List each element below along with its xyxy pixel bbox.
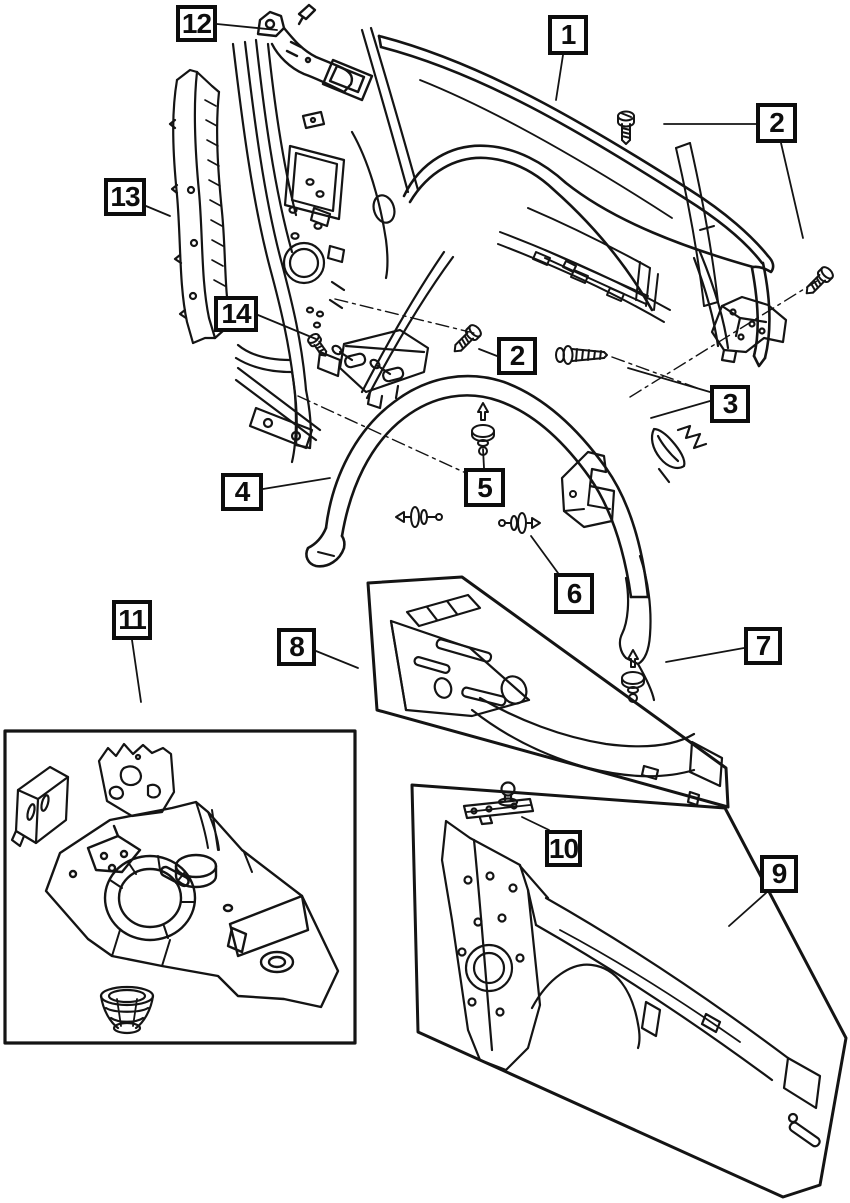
callout-leader-line xyxy=(555,54,564,101)
callout-leader-line xyxy=(482,448,485,469)
callout-leader-line xyxy=(257,314,317,340)
pushpin-left xyxy=(395,506,443,528)
callout-leader-line xyxy=(131,639,142,703)
callout-leader-line xyxy=(665,647,745,663)
screw-part2-mid xyxy=(453,324,482,353)
callout-leader-line xyxy=(530,535,559,574)
reinforcement-part8-group xyxy=(366,575,730,809)
inner-rails xyxy=(497,142,719,323)
callout-number: 12 xyxy=(181,7,212,39)
callout-box: 13 xyxy=(104,178,146,216)
callout-box: 1 xyxy=(548,15,588,55)
bracket-part3 xyxy=(650,250,788,484)
callout-box: 8 xyxy=(277,628,316,666)
callout-box: 4 xyxy=(221,473,263,511)
leader-lines xyxy=(131,23,804,927)
callout-box: 14 xyxy=(214,296,258,332)
callout-box: 11 xyxy=(112,600,152,640)
fender-liner-part4 xyxy=(305,374,656,702)
callout-number: 10 xyxy=(548,832,579,864)
clip-part7 xyxy=(621,649,645,703)
callout-number: 1 xyxy=(560,19,577,50)
bolt-part14 xyxy=(307,332,328,357)
splash-shield-part11-group xyxy=(3,729,357,1045)
clip-part5 xyxy=(471,402,495,456)
callout-leader-line xyxy=(478,348,498,357)
callout-leader-line xyxy=(145,205,171,217)
callout-number: 2 xyxy=(509,340,526,371)
fender-part1 xyxy=(377,34,775,368)
callout-box: 12 xyxy=(176,5,217,42)
callout-number: 7 xyxy=(755,630,772,661)
callout-leader-line xyxy=(627,367,711,393)
callout-leader-line xyxy=(521,816,550,831)
callout-leader-line xyxy=(315,650,359,669)
callout-box: 3 xyxy=(710,385,750,423)
callout-number: 6 xyxy=(566,577,583,609)
callout-number: 11 xyxy=(118,604,147,635)
callout-box: 6 xyxy=(554,573,594,614)
body-structure xyxy=(231,26,455,464)
callout-leader-line xyxy=(262,477,331,490)
callout-box: 2 xyxy=(756,103,797,143)
callout-box: 10 xyxy=(545,830,582,867)
callout-box: 7 xyxy=(744,627,782,665)
callout-number: 2 xyxy=(769,107,785,138)
callout-number: 14 xyxy=(221,298,251,329)
seal-strip-part13 xyxy=(168,68,233,345)
hinge-bracket-part12 xyxy=(256,3,374,102)
callout-leader-line xyxy=(650,400,711,419)
callout-number: 8 xyxy=(289,631,305,662)
callout-number: 5 xyxy=(477,471,493,503)
callout-number: 9 xyxy=(771,858,788,889)
callout-box: 2 xyxy=(497,337,537,375)
stud-part2-long xyxy=(555,345,608,365)
callout-leader-line xyxy=(728,892,767,927)
pushpin-part6 xyxy=(498,512,541,534)
callout-box: 9 xyxy=(760,855,798,893)
callout-leader-line xyxy=(216,23,278,31)
callout-leader-line xyxy=(780,142,804,239)
screw-part2-upper xyxy=(617,110,635,145)
callout-box: 5 xyxy=(464,468,505,507)
callout-number: 3 xyxy=(722,388,739,419)
callout-number: 13 xyxy=(110,181,140,212)
callout-number: 4 xyxy=(234,476,251,507)
inner-panel-part9-group xyxy=(410,783,848,1199)
ball-stud-bracket-part10 xyxy=(462,781,535,826)
support-plate xyxy=(331,328,430,410)
